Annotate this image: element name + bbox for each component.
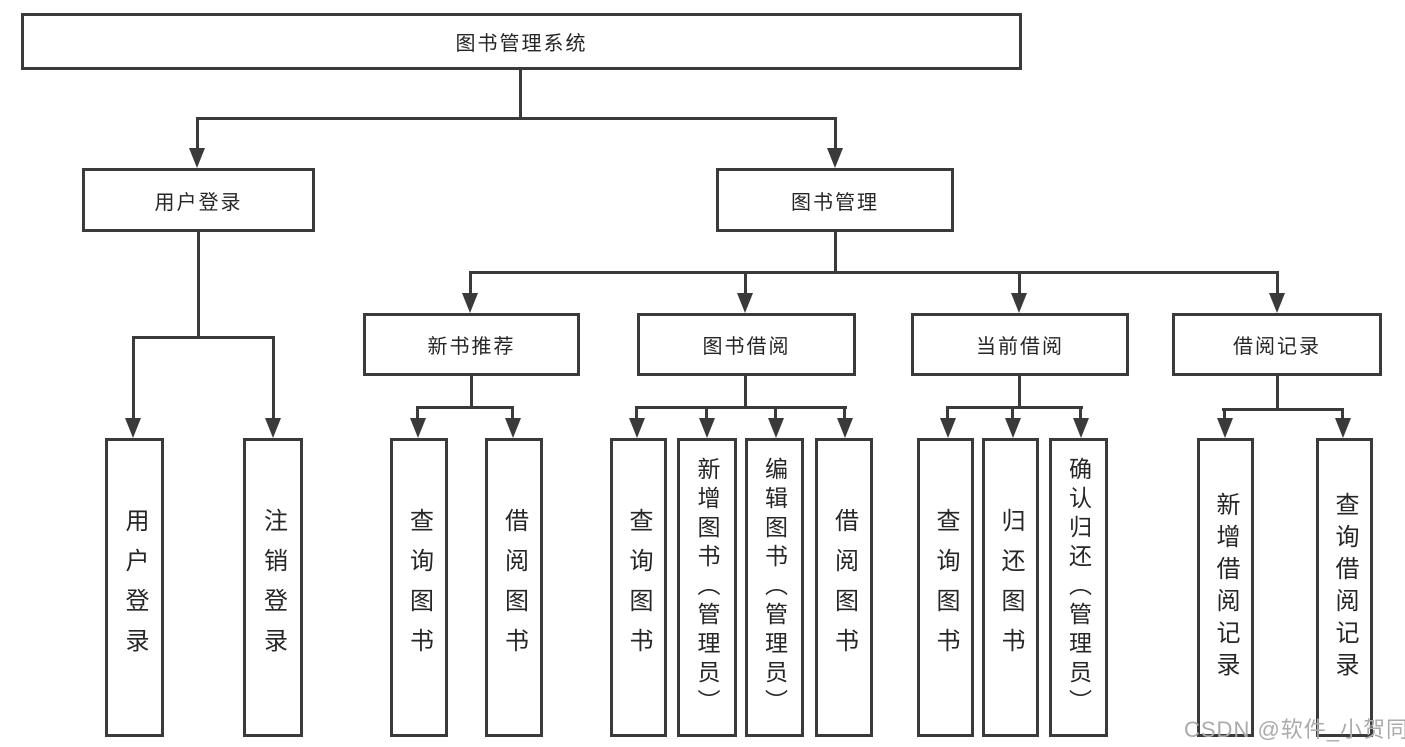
leaf-query-books-current: 查询图书 [917, 438, 974, 737]
arrow-down-icon [1217, 418, 1233, 438]
node-current-borrowing: 当前借阅 [911, 313, 1129, 376]
arrow-down-icon [1011, 293, 1027, 313]
leaf-query-books-recommend: 查询图书 [390, 438, 448, 737]
connector-line [705, 406, 708, 420]
connector-line [196, 117, 837, 120]
connector-line [470, 376, 473, 409]
connector-line [843, 406, 846, 420]
connector-line [774, 406, 777, 420]
connector-line [1079, 406, 1082, 420]
connector-line [1222, 408, 1344, 411]
arrow-down-icon [1005, 418, 1021, 438]
leaf-add-borrow-record: 新增借阅记录 [1197, 438, 1254, 737]
arrow-down-icon [768, 418, 784, 438]
node-new-book-recommend: 新书推荐 [363, 313, 580, 376]
connector-line [469, 271, 472, 295]
leaf-edit-books-admin: 编辑图书（管理员） [745, 438, 804, 737]
arrow-down-icon [1269, 293, 1285, 313]
leaf-user-login: 用户登录 [105, 438, 164, 737]
node-user-login: 用户登录 [82, 168, 315, 232]
leaf-borrow-books-recommend: 借阅图书 [485, 438, 543, 737]
connector-line [469, 271, 1279, 274]
csdn-watermark: CSDN @软件_小贺同学 [1184, 717, 1405, 742]
arrow-down-icon [837, 418, 853, 438]
connector-line [416, 406, 419, 420]
leaf-query-books-borrowing: 查询图书 [610, 438, 667, 737]
arrow-down-icon [125, 418, 141, 438]
arrow-down-icon [1073, 418, 1089, 438]
arrow-down-icon [629, 418, 645, 438]
connector-line [519, 69, 522, 119]
leaf-borrow-books: 借阅图书 [815, 438, 873, 737]
node-book-management: 图书管理 [716, 168, 954, 232]
connector-line [1276, 271, 1279, 295]
connector-line [132, 336, 135, 420]
leaf-confirm-return-admin: 确认归还（管理员） [1049, 438, 1108, 737]
node-borrow-records: 借阅记录 [1172, 313, 1382, 376]
leaf-logout: 注销登录 [243, 438, 303, 737]
connector-line [132, 336, 275, 339]
node-book-borrowing: 图书借阅 [637, 313, 856, 376]
connector-line [1223, 408, 1226, 420]
arrow-down-icon [1335, 418, 1351, 438]
leaf-add-books-admin: 新增图书（管理员） [677, 438, 737, 737]
connector-line [635, 406, 638, 420]
node-library-system: 图书管理系统 [21, 13, 1022, 70]
connector-line [834, 117, 837, 150]
connector-line [744, 271, 747, 295]
leaf-return-books: 归还图书 [982, 438, 1039, 737]
connector-line [1018, 271, 1021, 295]
connector-line [1341, 408, 1344, 420]
arrow-down-icon [189, 148, 205, 168]
leaf-query-borrow-record: 查询借阅记录 [1316, 438, 1373, 737]
arrow-down-icon [462, 293, 478, 313]
connector-line [197, 232, 200, 339]
arrow-down-icon [265, 418, 281, 438]
connector-line [834, 232, 837, 274]
connector-line [946, 406, 949, 420]
arrow-down-icon [737, 293, 753, 313]
arrow-down-icon [940, 418, 956, 438]
connector-line [1011, 406, 1014, 420]
connector-line [272, 336, 275, 420]
connector-line [635, 406, 847, 409]
connector-line [416, 406, 514, 409]
arrow-down-icon [410, 418, 426, 438]
arrow-down-icon [699, 418, 715, 438]
connector-line [1276, 376, 1279, 411]
connector-line [511, 406, 514, 420]
connector-line [196, 117, 199, 150]
connector-line [744, 376, 747, 409]
arrow-down-icon [827, 148, 843, 168]
arrow-down-icon [505, 418, 521, 438]
connector-line [1018, 376, 1021, 409]
connector-line [946, 406, 1083, 409]
